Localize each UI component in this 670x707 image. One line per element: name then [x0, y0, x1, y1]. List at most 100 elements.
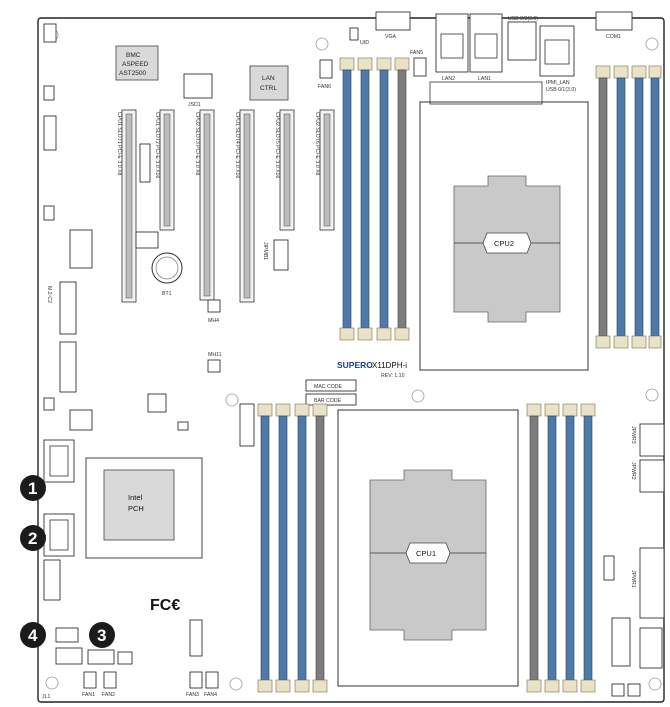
pcie-slot-contacts [203, 113, 211, 297]
dimm-latch [376, 57, 392, 71]
dimm-body [650, 77, 660, 337]
dimm-body [342, 69, 352, 329]
vrm-chip [69, 229, 93, 269]
callout-2: 2 [20, 525, 46, 551]
dimm-latch [294, 679, 310, 693]
lan1-port-inner [474, 33, 498, 59]
callout-4: 4 [20, 622, 46, 648]
vga-label: VGA [385, 34, 396, 40]
m2-connector [59, 281, 77, 335]
dimm-latch [275, 403, 291, 417]
dimm-slot [294, 403, 310, 693]
front-panel-header [87, 649, 115, 665]
dimm-latch [394, 57, 410, 71]
cpu2-socket: CPU2 [419, 81, 589, 371]
sata-connector-1 [43, 439, 75, 483]
bmc-line-1: BMC [126, 52, 141, 59]
sata-connector-1-inner [49, 445, 69, 477]
lan-controller-body [249, 65, 289, 101]
m2-connector-2 [59, 341, 77, 393]
sd-card-slot [183, 73, 213, 99]
fanb-header [627, 683, 641, 697]
pcie-slot-6-label: CPU2 SLOT6 PCI-E 3.0 X8 [314, 112, 320, 176]
fan6-header [319, 59, 333, 79]
dimm-body [260, 415, 270, 681]
jipmb-label: JIPMB1 [262, 242, 268, 260]
pcie-slot-contacts [323, 113, 331, 227]
dimm-slot [544, 403, 560, 693]
cpu2-label: CPU2 [494, 239, 514, 248]
dimm-slot [595, 65, 611, 349]
dimm-latch [544, 679, 560, 693]
fan1-label: FAN1 [82, 692, 95, 698]
dimm-latch [312, 679, 328, 693]
dimm-latch [339, 327, 355, 341]
fan5-label: FAN5 [410, 50, 423, 56]
dimm-latch [394, 327, 410, 341]
cpu2-center [482, 232, 532, 254]
mounting-holes [45, 28, 662, 691]
dimm-body [360, 69, 370, 329]
dimm-body [379, 69, 389, 329]
dimm-slot [275, 403, 291, 693]
dimm-body [616, 77, 626, 337]
dimm-latch [312, 403, 328, 417]
callout-4-circle [20, 622, 46, 648]
pcie-slot-contacts [243, 113, 251, 299]
dimm-slot [562, 403, 578, 693]
lan-controller-chip: LAN CTRL [249, 65, 289, 101]
mounting-hole [645, 388, 659, 402]
dimm-latch [595, 335, 611, 349]
sata-connector-2-inner [49, 519, 69, 551]
header [43, 559, 61, 601]
lan-ctrl-line-1: LAN [262, 75, 275, 82]
battery-cell [151, 252, 183, 284]
lan2-port-inner [440, 33, 464, 59]
com1-label: COM1 [606, 34, 621, 40]
dimm-slot [357, 57, 373, 341]
cpu1-dimm-bank-right [526, 403, 596, 693]
dimm-latch [580, 403, 596, 417]
rear-io: VGA LAN2 LAN1 USB 2/3(3.0) IPMI_LAN USB … [349, 11, 633, 93]
bottom-left-headers: FAN1 FAN2 FAN3 FAN4 JL1 [42, 619, 219, 700]
jpwr3-connector [639, 423, 665, 457]
dimm-body [397, 69, 407, 329]
vga-connector [375, 11, 411, 31]
cpu2-dimm-bank-right [595, 65, 662, 349]
callout-1: 1 [20, 475, 46, 501]
pcie-slot-3-label: CPU2 SLOT3 PCI-E 3.0 X8 [194, 112, 200, 176]
board-rev: REV: 1.10 [381, 373, 405, 379]
fan5-header [413, 57, 427, 77]
mh4-label: MH4 [208, 318, 219, 324]
dimm-latch [562, 403, 578, 417]
board-model: X11DPH-i [372, 361, 407, 370]
usb-0-1-label: USB 0/1(3.0) [546, 87, 576, 93]
mounting-hole [411, 389, 425, 403]
usb-2-3-label: USB 2/3(3.0) [508, 16, 538, 22]
pch-line-2: PCH [128, 504, 144, 513]
dimm-slot [526, 403, 542, 693]
mounting-hole [45, 676, 59, 690]
pcie-slot-5-label: CPU2 SLOT5 PCI-E 3.0 X16 [274, 112, 280, 178]
pch-line-1: Intel [128, 493, 143, 502]
fana-header [611, 683, 625, 697]
small-header [603, 555, 615, 581]
pcie-slot-5: CPU2 SLOT5 PCI-E 3.0 X16 [274, 109, 295, 231]
fan6-label: FAN6 [318, 84, 331, 90]
dimm-slot [648, 65, 662, 349]
pcie-slot-contacts [163, 113, 171, 227]
dimm-latch [544, 403, 560, 417]
dimm-body [598, 77, 608, 337]
fan4-label: FAN4 [204, 692, 217, 698]
small-chip [69, 409, 93, 431]
mounting-hole [648, 677, 662, 691]
jpwr2-label: JPWR2 [630, 462, 636, 480]
callout-3-number: 3 [97, 626, 106, 645]
bar-code-sticker [305, 393, 357, 406]
dimm-slot [580, 403, 596, 693]
jpwr1-label: JPWR1 [630, 570, 636, 588]
pcie-slot-2-label: CPU1 SLOT2 PCI-E 3.0 X16 [154, 112, 160, 178]
dimm-latch [648, 335, 662, 349]
pcie-slot-6: CPU2 SLOT6 PCI-E 3.0 X8 [314, 109, 335, 231]
dimm-latch [613, 65, 629, 79]
